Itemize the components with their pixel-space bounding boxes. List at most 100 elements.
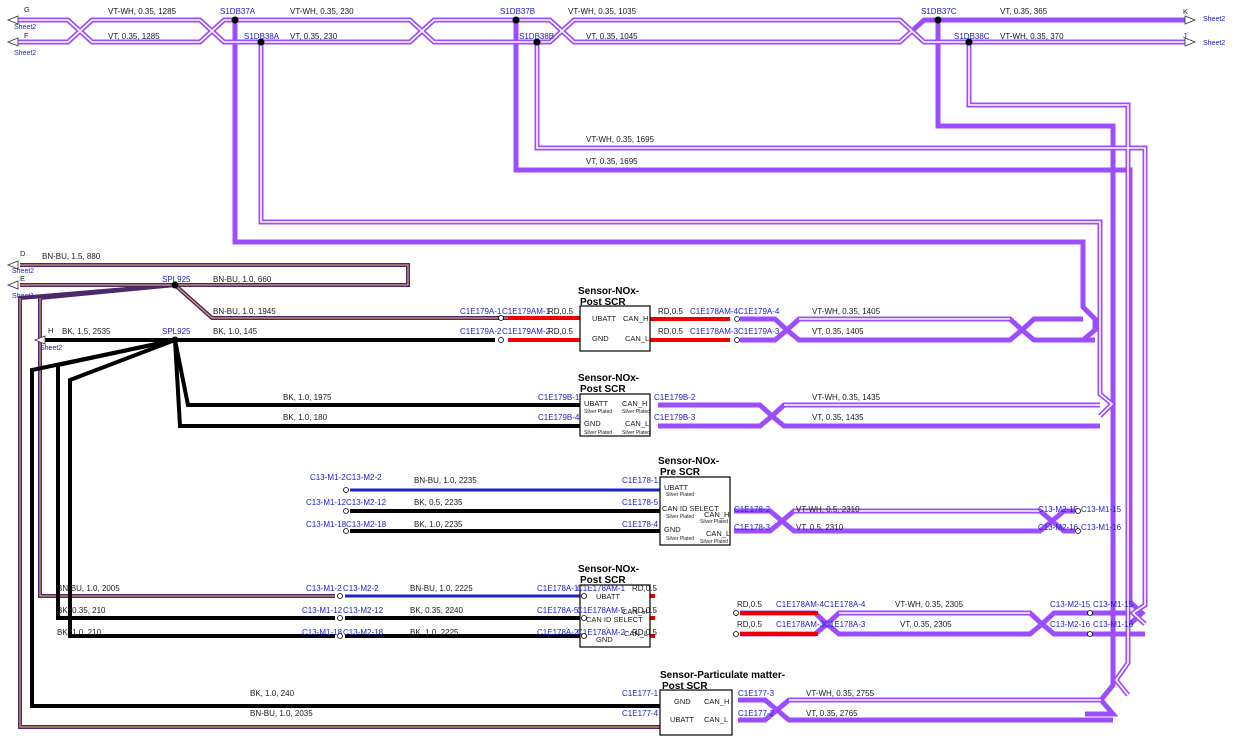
wire-label-g2: VT-WH, 0.35, 230 <box>290 7 354 16</box>
s4-ra2[interactable]: C13-M1-15 <box>1093 600 1134 609</box>
s4-b1[interactable]: C13-M1-12 <box>302 606 343 615</box>
pin-can-h: CAN_H <box>622 607 647 616</box>
wire-label-s5b: BN-BU, 1.0, 2035 <box>250 709 313 718</box>
s3-pa[interactable]: C1E178-1 <box>622 476 659 485</box>
s4-a2[interactable]: C13-M2-2 <box>343 584 379 593</box>
s3-b2[interactable]: C13-M2-12 <box>346 498 387 507</box>
s1-r2[interactable]: C1E179A-4 <box>738 307 780 316</box>
s3-ra1[interactable]: C13-M2-15 <box>1038 505 1079 514</box>
s4-pa2[interactable]: C1E178AM-1 <box>577 584 626 593</box>
s2-l1[interactable]: C1E179B-1 <box>538 393 580 402</box>
s3-a2[interactable]: C13-M2-2 <box>346 473 382 482</box>
s3-rb1[interactable]: C13-M2-16 <box>1038 523 1079 532</box>
wire-label-g1: VT-WH, 0.35, 1285 <box>108 7 177 16</box>
wire-label-g3: VT-WH, 0.35, 1035 <box>568 7 637 16</box>
s4-c1[interactable]: C13-M1-18 <box>302 628 343 637</box>
s2-l2[interactable]: C1E179B-4 <box>538 413 580 422</box>
s5-r2[interactable]: C1E177-2 <box>738 709 775 718</box>
ref-sheet-d[interactable]: Sheet2 <box>12 268 34 275</box>
s2-r1[interactable]: C1E179B-2 <box>654 393 696 402</box>
s1-r1[interactable]: C1E178AM-4 <box>690 307 739 316</box>
pin-plated: Silver Plated <box>622 430 650 436</box>
s4-pb1[interactable]: C1E178A-5 <box>537 606 579 615</box>
s3-a1[interactable]: C13-M1-2 <box>310 473 346 482</box>
s4-a1[interactable]: C13-M1-2 <box>306 584 342 593</box>
pin-can-l: CAN_L <box>625 334 649 343</box>
s3-c1[interactable]: C13-M1-18 <box>306 520 347 529</box>
s4-b2[interactable]: C13-M2-12 <box>343 606 384 615</box>
s4-rd2: RD,0.5 <box>632 606 657 615</box>
component-title: Sensor-NOx- <box>578 564 639 575</box>
s3-pb[interactable]: C1E178-5 <box>622 498 659 507</box>
s2-r2[interactable]: C1E179B-3 <box>654 413 696 422</box>
ref-sheet-j[interactable]: Sheet2 <box>1203 40 1225 47</box>
ref-sheet-h[interactable]: Sheet2 <box>40 345 62 352</box>
ref-sheet-f[interactable]: Sheet2 <box>14 50 36 57</box>
s1-l3[interactable]: C1E179A-2 <box>460 327 502 336</box>
pin-can-h: CAN_H <box>623 314 648 323</box>
s4-pb2[interactable]: C1E178AM-5 <box>577 606 626 615</box>
splice-s1db38a[interactable]: S1DB38A <box>244 32 280 41</box>
s2-w2: VT, 0.35, 1435 <box>812 413 864 422</box>
component-particulate-post-scr[interactable]: Sensor-Particulate matter- Post SCR GND … <box>659 670 785 736</box>
s4-pd2[interactable]: C1E178A-4 <box>824 600 866 609</box>
wire-label-f3: VT, 0.35, 1045 <box>586 32 638 41</box>
s4-pa1[interactable]: C1E178A-1 <box>537 584 579 593</box>
s4-wc: BK, 1.0, 2225 <box>410 628 459 637</box>
s4-pe1[interactable]: C1E178AM-3 <box>776 620 825 629</box>
component-title: Sensor-NOx- <box>578 373 639 384</box>
pin-ubatt: UBATT <box>664 483 688 492</box>
splice-spl925-top[interactable]: SPL925 <box>162 275 191 284</box>
s1-l1[interactable]: C1E179A-1 <box>460 307 502 316</box>
splice-spl925-bottom[interactable]: SPL925 <box>162 327 191 336</box>
component-subtitle: Post SCR <box>580 297 626 308</box>
s3-pc[interactable]: C1E178-4 <box>622 520 659 529</box>
s3-c2[interactable]: C13-M2-18 <box>346 520 387 529</box>
s1-l2[interactable]: C1E179AM-1 <box>502 307 551 316</box>
splice-s1db37b[interactable]: S1DB37B <box>500 7 535 16</box>
splice-s1db38b[interactable]: S1DB38B <box>519 32 554 41</box>
s3-ra2[interactable]: C13-M1-15 <box>1081 505 1122 514</box>
ref-sheet-e[interactable]: Sheet1 <box>12 293 34 300</box>
ref-sheet-g[interactable]: Sheet2 <box>14 24 36 31</box>
s4-ra1[interactable]: C13-M2-15 <box>1050 600 1091 609</box>
s5-l2[interactable]: C1E177-4 <box>622 709 659 718</box>
violet-harness <box>18 17 1185 723</box>
splice-s1db37c[interactable]: S1DB37C <box>921 7 957 16</box>
s4-c2[interactable]: C13-M2-18 <box>343 628 384 637</box>
s4-pd1[interactable]: C1E178AM-4 <box>776 600 825 609</box>
s1-w2: VT, 0.35, 1405 <box>812 327 864 336</box>
pin-plated: Silver Plated <box>666 492 694 498</box>
component-nox-post-scr-2[interactable]: Sensor-NOx- Post SCR UBATT Silver Plated… <box>578 373 651 437</box>
s5-l1[interactable]: C1E177-1 <box>622 689 659 698</box>
s3-b1[interactable]: C13-M1-12 <box>306 498 347 507</box>
splice-s1db37a[interactable]: S1DB37A <box>220 7 256 16</box>
ref-letter-k: K <box>1183 7 1188 16</box>
splice-s1db38c[interactable]: S1DB38C <box>954 32 990 41</box>
pin-can-id-select: CAN ID SELECT <box>586 615 643 624</box>
s4-rb2[interactable]: C13-M1-16 <box>1093 620 1134 629</box>
component-nox-post-scr-3[interactable]: Sensor-NOx- Post SCR UBATT CAN ID SELECT… <box>578 564 651 648</box>
s3-rb2[interactable]: C13-M1-16 <box>1081 523 1122 532</box>
component-nox-post-scr-1[interactable]: Sensor-NOx- Post SCR UBATT GND CAN_H CAN… <box>578 286 651 352</box>
component-nox-pre-scr[interactable]: Sensor-NOx- Pre SCR UBATT Silver Plated … <box>658 456 731 546</box>
s1-l4[interactable]: C1E179AM-2 <box>502 327 551 336</box>
s3-pd[interactable]: C1E178-2 <box>734 505 771 514</box>
s1-r3[interactable]: C1E178AM-3 <box>690 327 739 336</box>
s4-rd5: RD,0.5 <box>737 620 762 629</box>
s4-pc1[interactable]: C1E178A-2 <box>537 628 579 637</box>
pin-plated: Silver Plated <box>700 539 728 545</box>
s4-pe2[interactable]: C1E178A-3 <box>824 620 866 629</box>
pin-gnd: GND <box>584 419 601 428</box>
s3-pe[interactable]: C1E178-3 <box>734 523 771 532</box>
component-subtitle: Post SCR <box>580 384 626 395</box>
pin-ubatt: UBATT <box>670 715 694 724</box>
s5-r1[interactable]: C1E177-3 <box>738 689 775 698</box>
pin-can-h: CAN_H <box>622 399 647 408</box>
s4-rb1[interactable]: C13-M2-16 <box>1050 620 1091 629</box>
s4-pc2[interactable]: C1E178AM-2 <box>577 628 626 637</box>
ref-sheet-k[interactable]: Sheet2 <box>1203 16 1225 23</box>
s4-we: VT, 0.35, 2305 <box>900 620 952 629</box>
s1-r4[interactable]: C1E179A-3 <box>738 327 780 336</box>
